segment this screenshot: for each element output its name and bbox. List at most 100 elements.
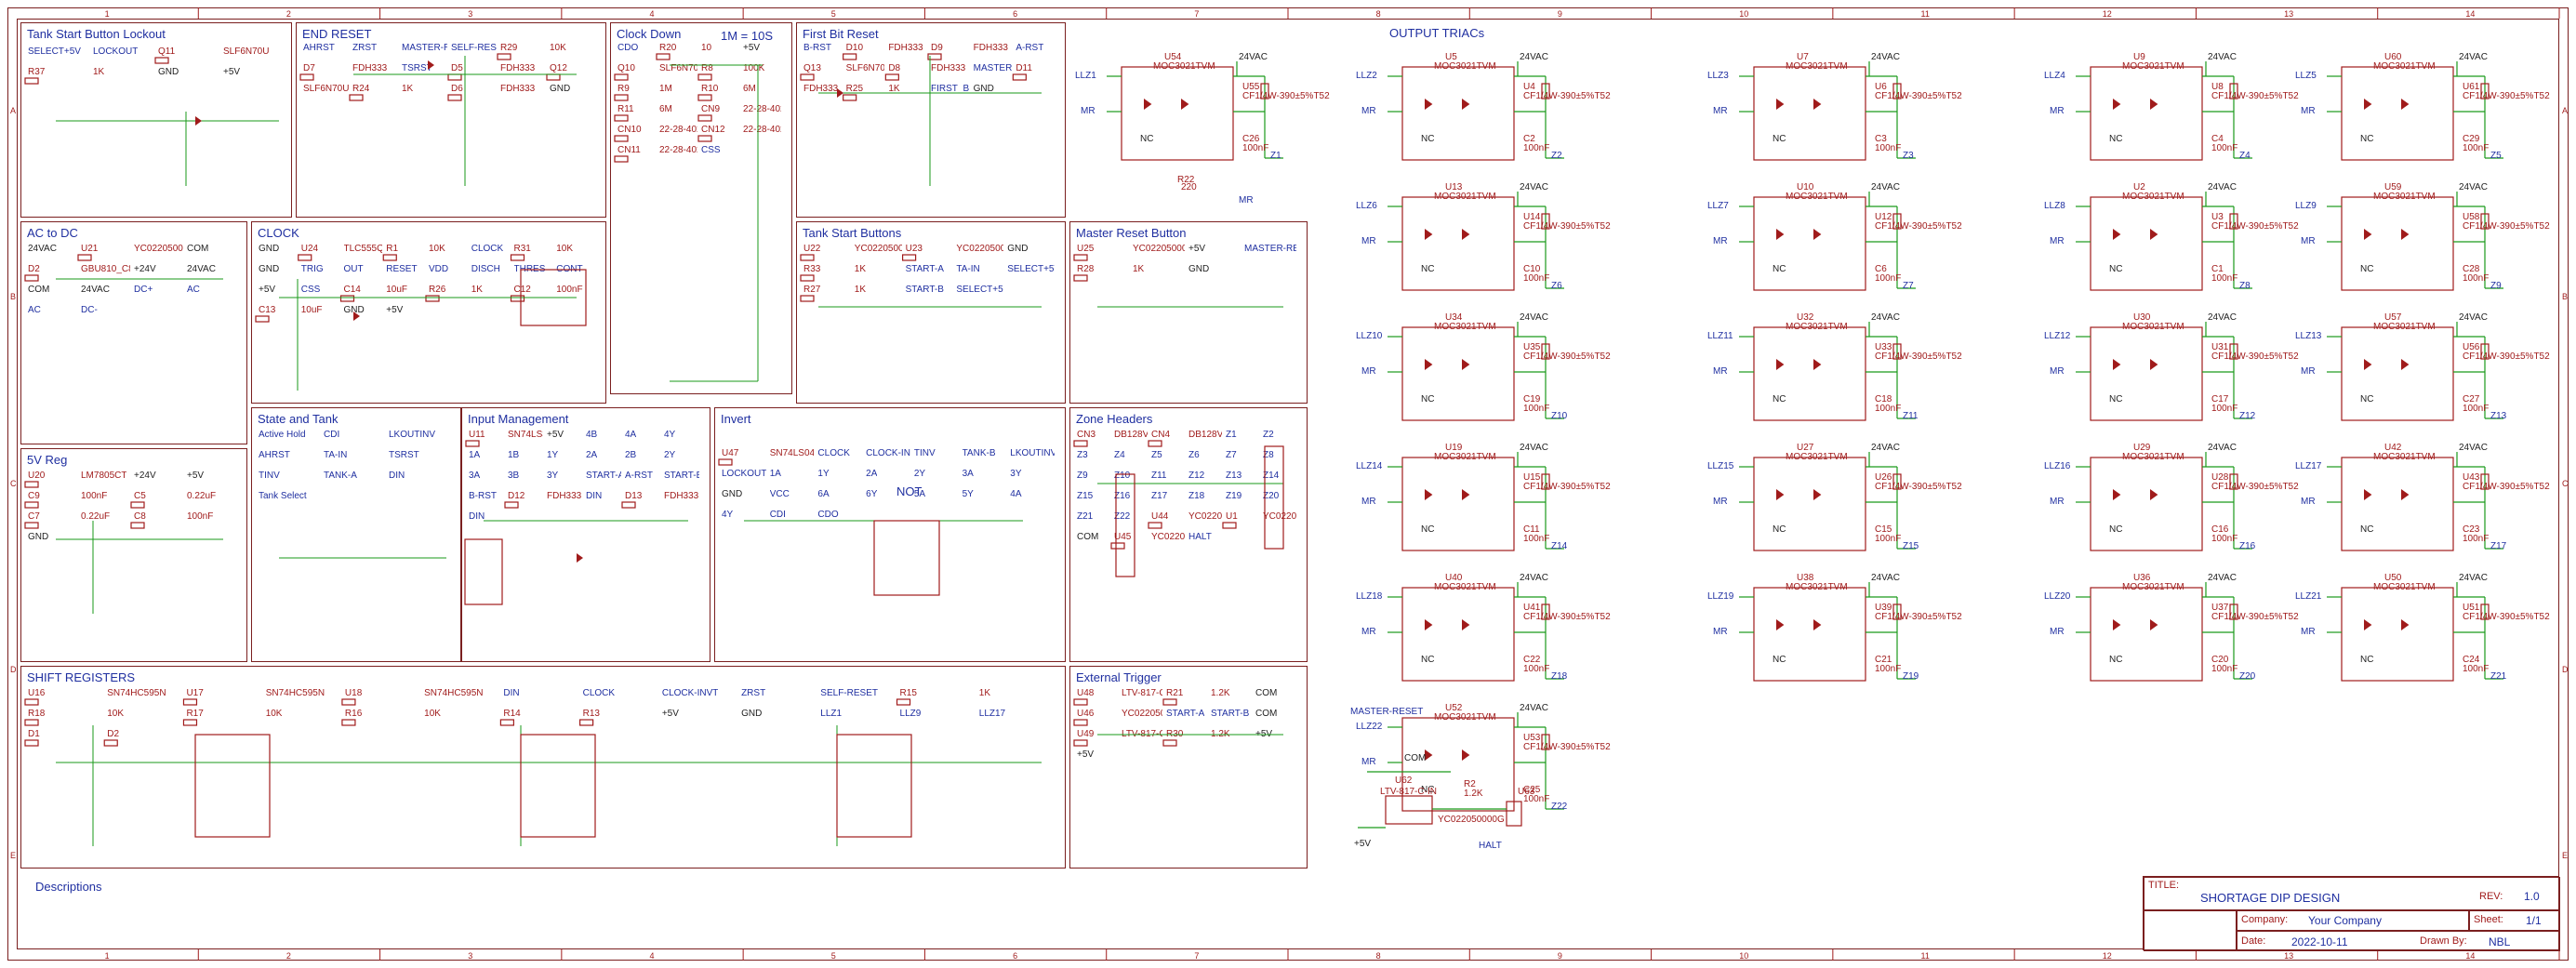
component-body [927, 53, 942, 60]
schematic-label: SN74HC595N [107, 688, 166, 698]
schematic-label: U16 [28, 688, 46, 698]
schematic-label: GND [722, 489, 743, 499]
diode-symbol [428, 60, 434, 70]
schematic-label: FIRST_BIT-RESET [931, 84, 970, 94]
diode-symbol [1776, 229, 1785, 240]
grid-column-label: 5 [830, 951, 836, 961]
triac-label: LLZ5 [2295, 71, 2317, 81]
component-body [447, 94, 462, 101]
component-body [77, 254, 92, 261]
diode-symbol [2113, 229, 2121, 240]
component-body [1753, 587, 1866, 682]
component-body [1401, 587, 1515, 682]
schematic-label: 100nF [187, 511, 214, 522]
schematic-label: +5V [386, 305, 404, 315]
triac-label: 24VAC [1520, 443, 1548, 453]
schematic-label: +5V [259, 285, 276, 295]
schematic-label: AHRST [259, 450, 290, 460]
panel-title: 5V Reg [27, 453, 68, 467]
triac-label: MOC3021TVM [2373, 322, 2436, 332]
schematic-label: R10 [701, 84, 719, 94]
component-body [1073, 698, 1088, 706]
schematic-label: R20 [659, 43, 677, 53]
diode-symbol [2401, 229, 2410, 240]
triac-label: 100nF [1523, 143, 1550, 153]
component-body [1162, 698, 1177, 706]
triac-label: C29 [2463, 134, 2480, 144]
triac-label: Z18 [1551, 671, 1568, 682]
schematic-label: Z17 [1151, 491, 1168, 501]
diode-symbol [195, 116, 202, 126]
schematic-label: DB128V-5.08-10P-GN-S [1114, 430, 1148, 440]
triac-label: C27 [2463, 394, 2480, 404]
title-cell: TITLE: SHORTAGE DIP DESIGN REV: 1.0 [2144, 877, 2560, 910]
schematic-label: Active Hold [259, 430, 306, 440]
triac-label: LLZ13 [2295, 331, 2322, 341]
schematic-label: 10 [701, 43, 712, 53]
component-body [1892, 473, 1902, 490]
grid-column-label: 1 [104, 951, 110, 961]
triac-label: U4 [1523, 82, 1535, 92]
triac-label: U6 [1875, 82, 1887, 92]
schematic-label: Z10 [1114, 471, 1131, 481]
panel-title: SHIFT REGISTERS [27, 670, 136, 684]
triac-label: C2 [1523, 134, 1535, 144]
clock-down-note: 1M = 10S [721, 29, 774, 43]
triac-label: Z13 [2490, 411, 2507, 421]
triac-label: 24VAC [1239, 52, 1268, 62]
schematic-label: R13 [582, 709, 600, 719]
grid-column-label: 7 [1194, 951, 1200, 961]
triac-label: MR [1361, 236, 1376, 246]
diode-symbol [1425, 99, 1433, 110]
diode-symbol [2150, 229, 2158, 240]
schematic-label: AC [28, 305, 41, 315]
schematic-label: U11 [469, 430, 485, 440]
schematic-label: 24VAC [28, 244, 57, 254]
triac-label: U2 [2133, 182, 2145, 192]
component-body [2341, 196, 2454, 291]
schematic-label: D9 [931, 43, 943, 53]
panel-master-reset: Master Reset Button [1069, 221, 1308, 404]
triac-label: Z20 [2239, 671, 2256, 682]
panel-clock: CLOCK [251, 221, 606, 404]
halt-block-label: U62 [1395, 776, 1413, 786]
diode-symbol [2364, 99, 2372, 110]
schematic-label: VCC [769, 489, 790, 499]
triac-label: 100nF [2211, 664, 2238, 674]
triac-label: LLZ7 [1707, 201, 1729, 211]
schematic-label: R9 [617, 84, 630, 94]
triac-label: U26 [1875, 472, 1892, 483]
component-body [255, 315, 270, 323]
component-body [510, 295, 525, 302]
schematic-label: Z1 [1226, 430, 1237, 440]
triac-label: MR [1713, 366, 1728, 377]
panel-tank-lockout: Tank Start Button Lockout [20, 22, 292, 218]
component-body [1753, 66, 1866, 161]
schematic-label: YC022050000G [1188, 511, 1222, 522]
component-body [24, 739, 39, 747]
triac-label: 100nF [2211, 404, 2238, 414]
schematic-label: U21 [81, 244, 99, 254]
diode-symbol [2113, 619, 2121, 630]
schematic-label: CLOCK-INVT [661, 688, 719, 698]
triac-label: 24VAC [1871, 443, 1900, 453]
schematic-label: SELECT+5V [1007, 264, 1055, 274]
schematic-label: VDD [429, 264, 449, 274]
schematic-label: 4B [586, 430, 598, 440]
triac-label: U57 [2384, 312, 2402, 323]
schematic-label: R18 [28, 709, 46, 719]
triac-label: CF1/4W-390±5%T52 [1523, 221, 1611, 232]
triac-label: 100nF [2463, 664, 2490, 674]
triac-label: U37 [2211, 603, 2229, 613]
triac-label: LLZ19 [1707, 591, 1734, 602]
triac-label: Z7 [1903, 281, 1914, 291]
schematic-label: FDH333 [352, 63, 388, 73]
component-body [1753, 457, 1866, 551]
component-body [1148, 440, 1162, 447]
grid-column-label: 5 [830, 9, 836, 19]
triac-label: U33 [1875, 342, 1892, 352]
schematic-label: LOCKOUT [722, 469, 766, 479]
component-body [339, 295, 355, 302]
triac-label: Z16 [2239, 541, 2256, 551]
